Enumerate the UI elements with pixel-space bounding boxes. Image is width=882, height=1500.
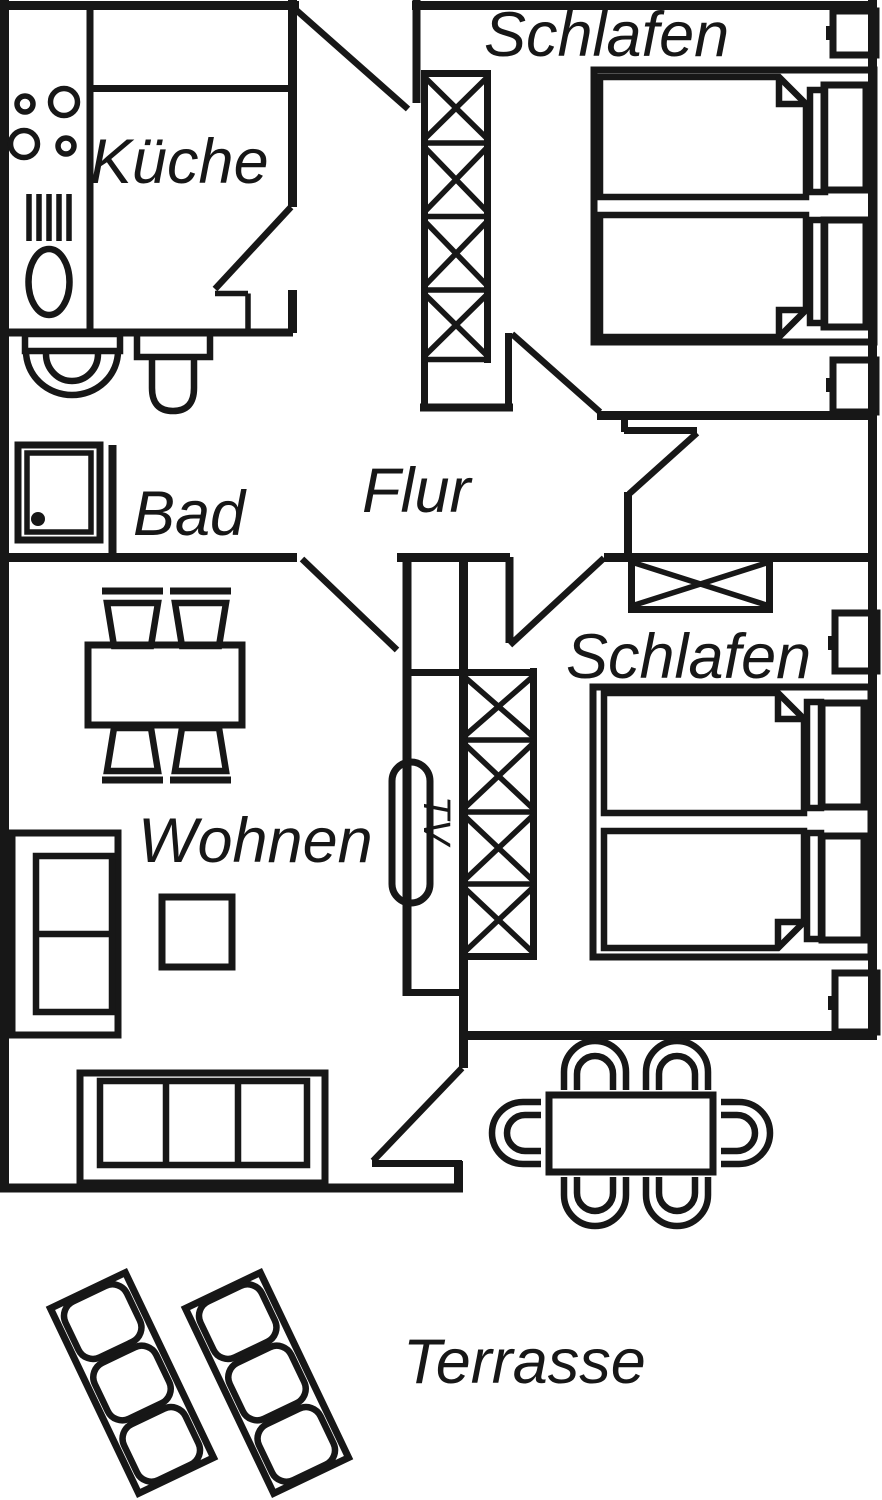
nightstand bbox=[828, 969, 881, 1036]
terrace-chair bbox=[560, 1177, 630, 1230]
label-hallway: Flur bbox=[362, 456, 474, 526]
dining-chair bbox=[102, 587, 163, 650]
sun-lounger bbox=[45, 1267, 219, 1499]
nightstand bbox=[826, 7, 880, 59]
sun-lounger bbox=[180, 1267, 354, 1499]
blanket-fold bbox=[775, 77, 806, 108]
headboard-cushion bbox=[818, 699, 868, 811]
dining-table-living bbox=[84, 641, 246, 729]
wardrobe-bedroom-bottom bbox=[404, 668, 537, 960]
label-bathroom: Bad bbox=[133, 479, 247, 549]
entrance-door-leaf bbox=[292, 6, 411, 112]
tv-label: TV bbox=[415, 796, 457, 848]
sideboard-bedroom-bottom bbox=[628, 558, 773, 613]
mattress bbox=[596, 73, 810, 201]
blanket-fold bbox=[774, 693, 804, 723]
bed-double-bottom bbox=[589, 683, 875, 961]
terrace-door-leaf bbox=[370, 1065, 465, 1164]
label-terrace: Terrasse bbox=[403, 1327, 646, 1397]
headboard-cushion bbox=[820, 81, 870, 194]
mattress bbox=[596, 211, 810, 341]
label-kitchen: Küche bbox=[90, 127, 269, 197]
bathroom-sink bbox=[133, 329, 214, 415]
headboard-cushion bbox=[820, 216, 870, 331]
room-labels: Küche Schlafen Bad Flur Wohnen Schlafen … bbox=[90, 0, 811, 1397]
hall-closet-top bbox=[420, 70, 513, 412]
terrace-chair bbox=[560, 1037, 630, 1090]
nightstand bbox=[828, 609, 881, 675]
kitchen-sink bbox=[25, 245, 73, 319]
terrace-chair bbox=[721, 1098, 774, 1168]
label-bedroom-bottom: Schlafen bbox=[566, 622, 811, 692]
dining-chair bbox=[170, 587, 231, 650]
tv-cabinet: TV bbox=[388, 758, 457, 907]
blanket-fold bbox=[775, 306, 806, 337]
bedroom-bottom-door-leaf bbox=[507, 555, 607, 648]
stove-burners bbox=[7, 85, 81, 161]
mattress bbox=[600, 827, 808, 952]
kitchen-bath-door-leaf bbox=[212, 204, 294, 292]
kitchen-rack bbox=[26, 194, 72, 241]
bed-frame bbox=[590, 66, 878, 346]
label-bedroom-top: Schlafen bbox=[484, 0, 729, 70]
terrace-chair bbox=[488, 1098, 541, 1168]
blanket-fold bbox=[774, 918, 804, 948]
terrace-table bbox=[545, 1091, 717, 1176]
living-room-door-leaf bbox=[299, 556, 400, 653]
nightstand bbox=[826, 356, 880, 416]
kitchen-counter bbox=[86, 9, 291, 331]
dining-chair bbox=[102, 724, 163, 784]
headboard-cushion bbox=[818, 832, 868, 944]
terrace-chair bbox=[642, 1037, 712, 1090]
shower-drain bbox=[31, 512, 45, 526]
bed-double-top bbox=[590, 66, 878, 346]
storage-door-leaf bbox=[626, 430, 700, 497]
toilet bbox=[21, 330, 124, 399]
shower bbox=[14, 441, 104, 544]
side-table bbox=[158, 893, 236, 971]
bed-frame bbox=[589, 683, 875, 961]
mattress bbox=[600, 689, 808, 817]
kitchen-door-jamb bbox=[215, 290, 251, 330]
terrace-chair bbox=[642, 1177, 712, 1230]
door-swings bbox=[212, 6, 700, 1164]
label-living-room: Wohnen bbox=[138, 806, 373, 876]
bedroom-top-door-leaf bbox=[509, 331, 603, 415]
dining-chair bbox=[170, 724, 231, 784]
sofa-left bbox=[8, 829, 122, 1039]
sofa-bottom bbox=[76, 1069, 329, 1187]
